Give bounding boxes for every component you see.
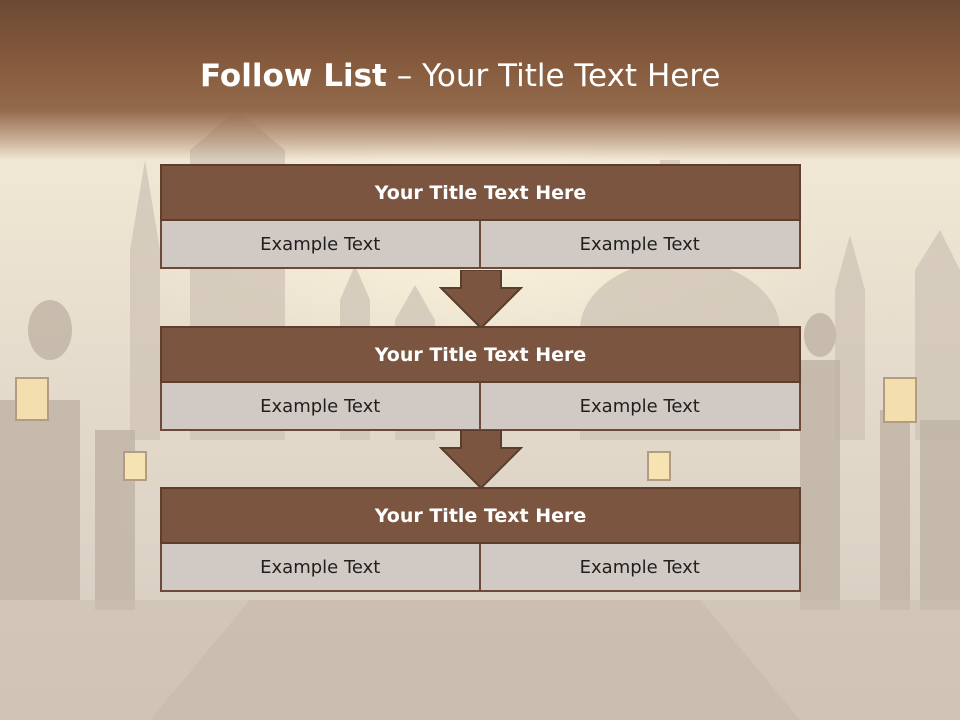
flow-block-1: Your Title Text Here Example Text Exampl… (160, 164, 801, 269)
down-arrow-icon (439, 270, 523, 330)
flow-block-title: Your Title Text Here (160, 326, 801, 383)
flow-block-3: Your Title Text Here Example Text Exampl… (160, 487, 801, 592)
down-arrow-icon (439, 430, 523, 490)
flow-block-title: Your Title Text Here (160, 487, 801, 544)
flow-block-cell-left: Example Text (160, 383, 481, 431)
flow-block-2: Your Title Text Here Example Text Exampl… (160, 326, 801, 431)
flow-block-row: Example Text Example Text (160, 544, 801, 592)
title-bold-part: Follow List (200, 58, 387, 94)
flow-block-cell-right: Example Text (480, 544, 801, 592)
title-banner (0, 0, 960, 160)
slide-title: Follow List – Your Title Text Here (200, 54, 720, 98)
title-rest-part: – Your Title Text Here (396, 58, 721, 94)
flow-block-cell-left: Example Text (160, 544, 481, 592)
flow-block-row: Example Text Example Text (160, 383, 801, 431)
flow-block-cell-right: Example Text (480, 383, 801, 431)
flow-block-cell-right: Example Text (480, 221, 801, 269)
flow-block-title: Your Title Text Here (160, 164, 801, 221)
flow-block-row: Example Text Example Text (160, 221, 801, 269)
flow-block-cell-left: Example Text (160, 221, 481, 269)
